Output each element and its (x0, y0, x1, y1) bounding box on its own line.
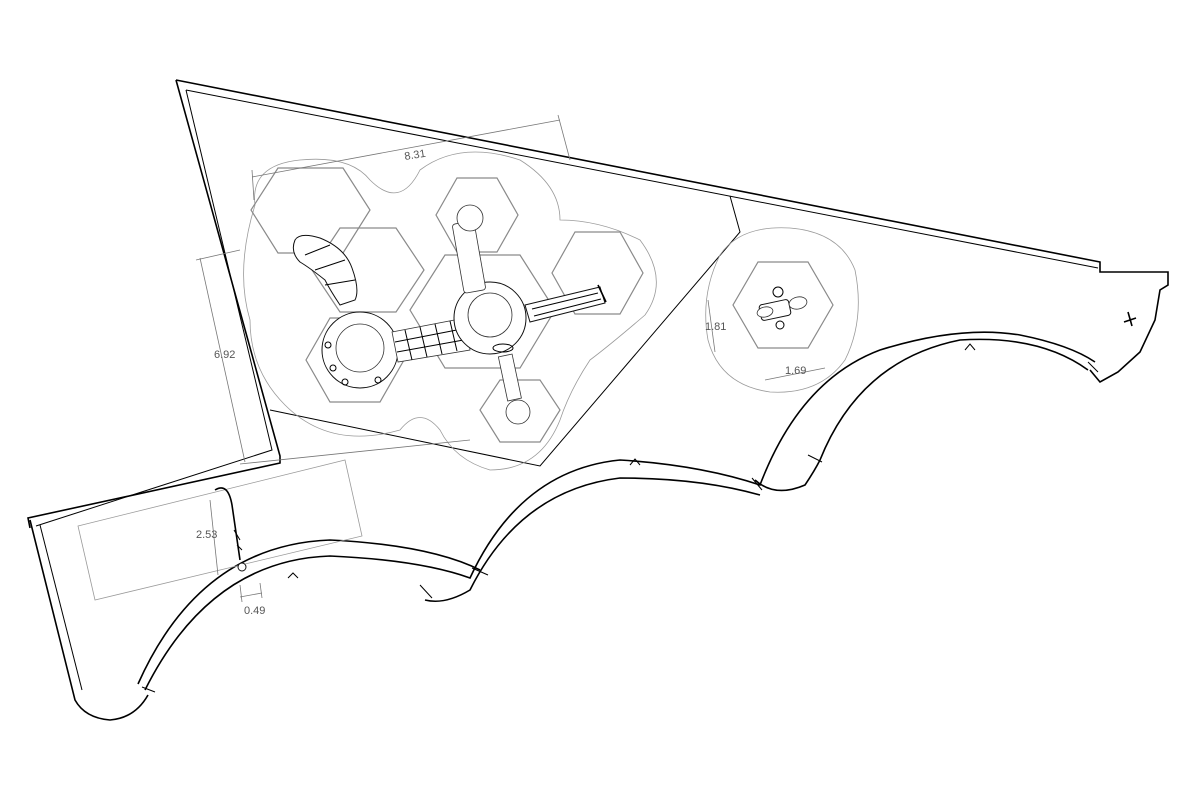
dimension-lines (195, 114, 826, 603)
spring-rider-zone (705, 227, 859, 393)
dimension-labels: 8.31 6.92 1.81 1.69 2.53 0.49 (196, 148, 806, 617)
climbing-pole-icon (452, 204, 486, 294)
spring-rider-icon (756, 286, 808, 330)
net-bridge-icon (391, 317, 471, 363)
play-structure-safety-zone (243, 151, 657, 471)
central-tower-icon (453, 281, 527, 355)
ladder-icon (497, 353, 531, 425)
dimension-label-play-structure-width: 8.31 (404, 148, 427, 163)
shower-icon (214, 487, 247, 572)
play-area-boundary (269, 195, 741, 467)
dimension-label-shower-zone-depth: 2.53 (196, 529, 217, 541)
corner-post-icon (1123, 311, 1137, 327)
straight-slide-icon (524, 284, 607, 323)
dimension-label-play-structure-depth: 6.92 (214, 349, 235, 361)
shower-zone (77, 459, 363, 601)
site-boundary (27, 79, 1169, 721)
scalloped-edge (137, 331, 1099, 693)
play-structure (292, 204, 607, 425)
dimension-label-spring-rider-depth: 1.81 (705, 321, 726, 333)
dimension-label-spring-rider-width: 1.69 (785, 365, 806, 377)
left-tower-icon (321, 311, 399, 389)
tube-slide-icon (292, 234, 358, 306)
dimension-label-shower-offset: 0.49 (244, 605, 265, 617)
